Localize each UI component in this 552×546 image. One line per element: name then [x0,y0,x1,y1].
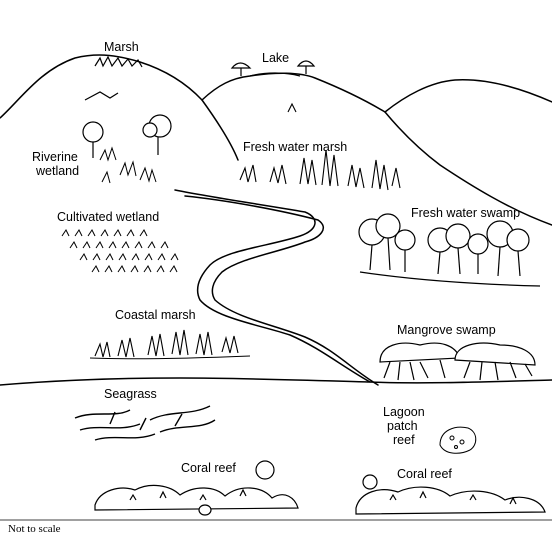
seagrass-blades [74,405,216,441]
label-lake: Lake [262,51,290,65]
fresh-water-marsh-grass [239,102,401,191]
coastal-marsh-grass [89,329,251,360]
label-lagoon-patch-reef-line3: reef [393,433,415,447]
coral-reef-left [94,460,299,516]
right-hill-slope [384,111,552,226]
ridge-line [201,99,239,161]
label-lagoon-patch-reef-line1: Lagoon [383,405,425,419]
riverine-grass [99,146,157,184]
label-riverine-wetland-line2: wetland [36,164,80,178]
cultivated-rows [61,229,179,273]
riverine-trees [82,114,172,158]
label-mangrove-swamp: Mangrove swamp [397,323,496,337]
label-fresh-water-swamp: Fresh water swamp [411,206,521,220]
not-to-scale-note: Not to scale [8,523,61,535]
label-fresh-water-marsh: Fresh water marsh [243,140,348,154]
label-coral-reef-left: Coral reef [181,461,236,475]
label-coastal-marsh: Coastal marsh [115,308,196,322]
coastline [0,377,552,386]
coral-reef-right [355,474,546,515]
label-seagrass: Seagrass [104,387,157,401]
label-riverine-wetland-line1: Riverine [32,150,78,164]
label-lagoon-patch-reef-line2: patch [387,419,418,433]
label-marsh: Marsh [104,40,139,54]
label-coral-reef-right: Coral reef [397,467,452,481]
river-left-bank [174,189,371,383]
fresh-water-swamp-trees [358,213,541,287]
mangrove-trees [379,342,536,381]
river-right-bank [184,195,379,386]
lagoon-patch-reef [439,426,477,454]
marsh-grass [84,55,143,101]
lake-features [230,60,316,77]
label-cultivated-wetland: Cultivated wetland [57,210,160,224]
